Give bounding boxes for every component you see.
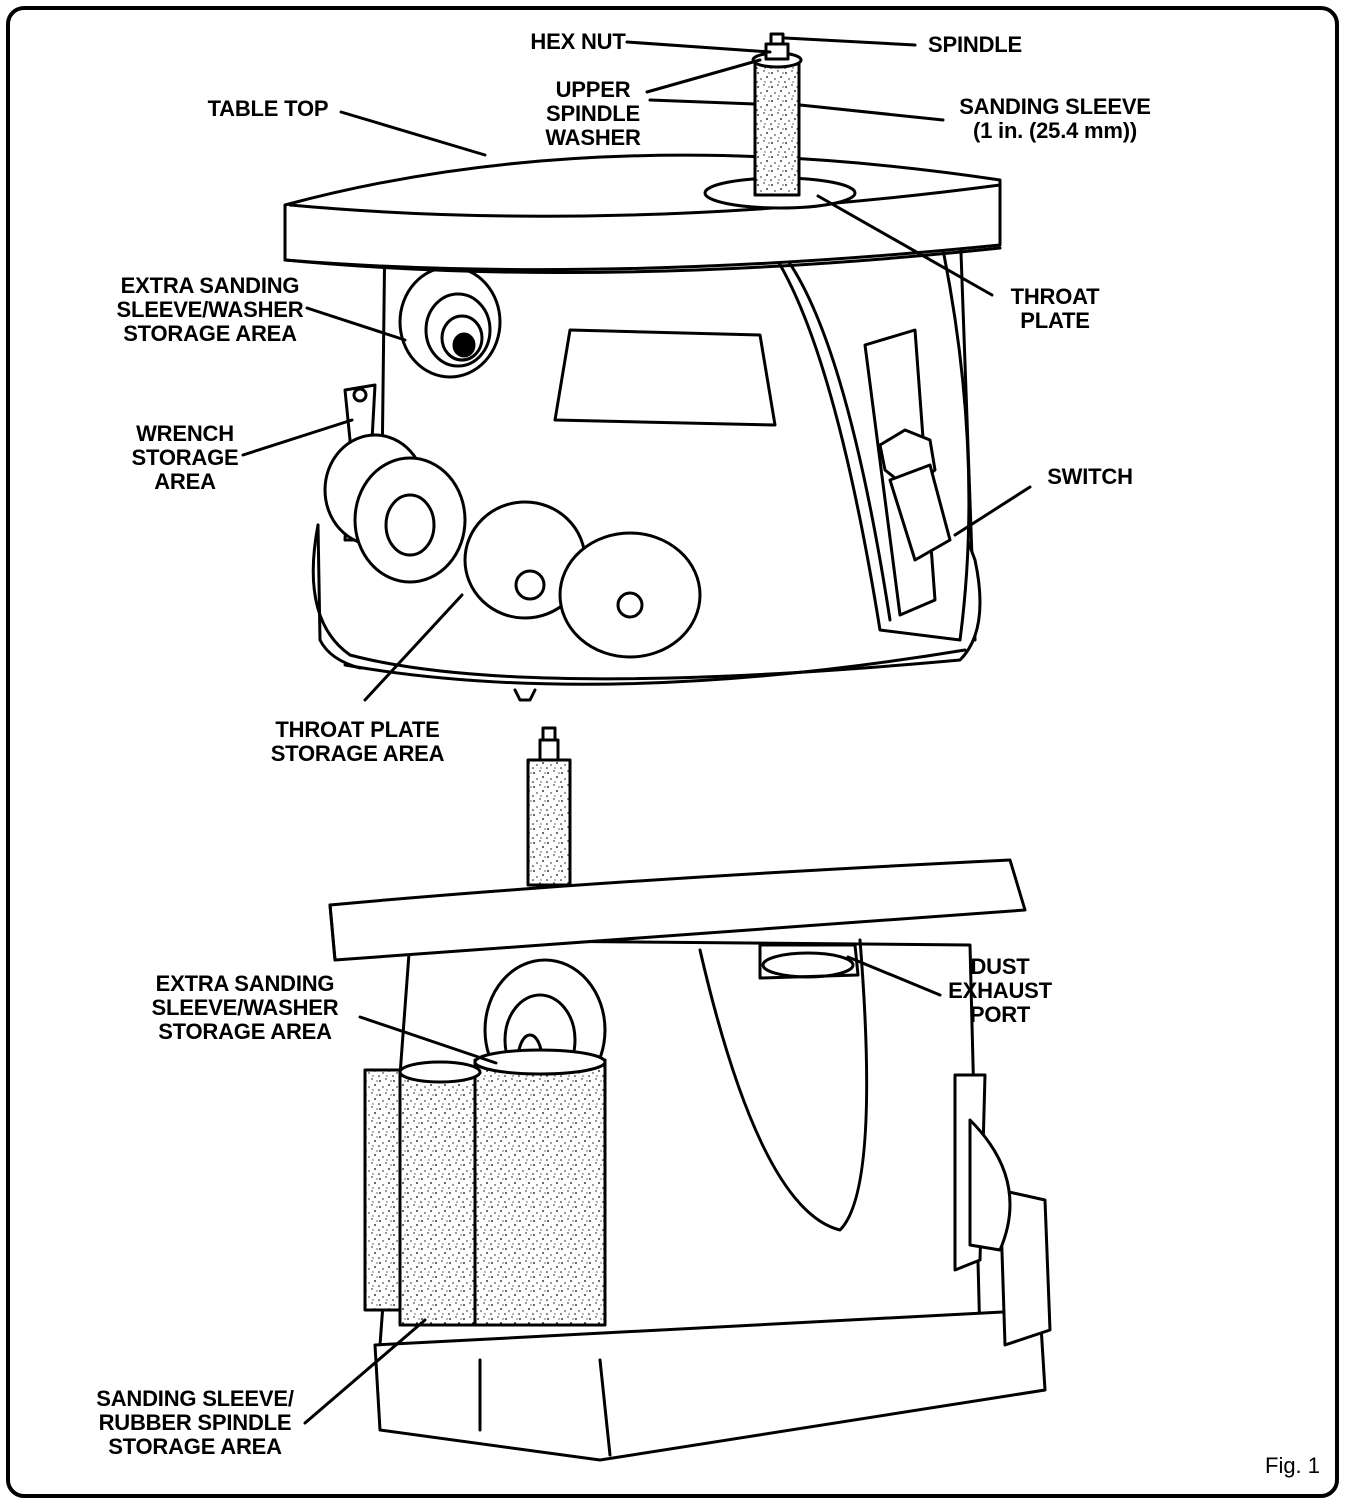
label-extra-storage-bottom: EXTRA SANDING SLEEVE/WASHER STORAGE AREA	[151, 971, 339, 1044]
label-upper-spindle-washer: UPPER SPINDLE WASHER	[545, 77, 641, 150]
label-dust-exhaust-port: DUST EXHAUST PORT	[948, 954, 1052, 1027]
label-sanding-sleeve: SANDING SLEEVE (1 in. (25.4 mm))	[959, 94, 1151, 143]
label-table-top: TABLE TOP	[207, 96, 329, 121]
label-throat-plate: THROAT PLATE	[1010, 284, 1100, 333]
label-extra-storage-top: EXTRA SANDING SLEEVE/WASHER STORAGE AREA	[116, 273, 304, 346]
top-sander	[283, 32, 1002, 702]
leader-lines	[241, 36, 1032, 1425]
figure-number: Fig. 1	[1265, 1453, 1321, 1478]
label-sleeve-spindle-storage: SANDING SLEEVE/ RUBBER SPINDLE STORAGE A…	[96, 1386, 294, 1459]
label-hex-nut: HEX NUT	[530, 29, 626, 54]
bottom-sander	[328, 726, 1052, 1462]
label-throat-plate-storage: THROAT PLATE STORAGE AREA	[270, 717, 445, 766]
label-wrench-storage: WRENCH STORAGE AREA	[131, 421, 239, 494]
label-switch: SWITCH	[1047, 464, 1133, 489]
label-spindle: SPINDLE	[928, 32, 1022, 57]
